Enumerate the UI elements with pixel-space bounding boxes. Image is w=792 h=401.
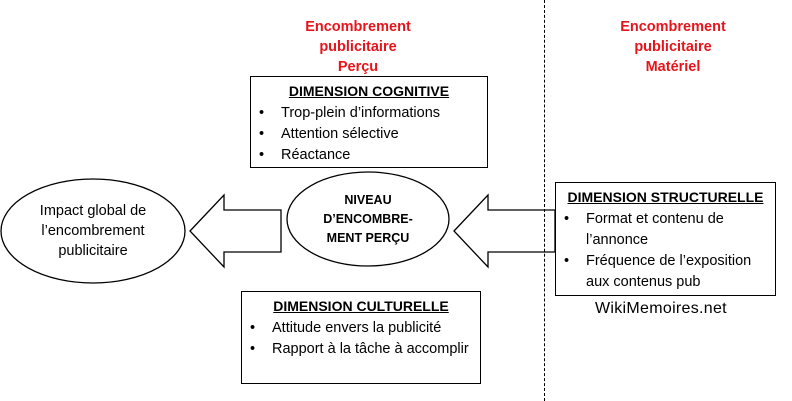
center-label-line: D’ENCOMBRE-	[323, 211, 413, 226]
watermark: WikiMemoires.net	[595, 300, 727, 317]
heading-material: Encombrement publicitaire Matériel	[593, 17, 753, 77]
heading-material-line: Encombrement	[620, 19, 726, 35]
center-label-line: NIVEAU	[344, 192, 392, 207]
left-arrow	[189, 193, 282, 269]
heading-perceived-line: Perçu	[337, 59, 379, 75]
cultural-box: DIMENSION CULTURELLE Attitude envers la …	[241, 291, 481, 384]
cognitive-box: DIMENSION COGNITIVE Trop-plein d’informa…	[250, 76, 488, 168]
cognitive-item: Attention sélective	[251, 124, 487, 145]
structural-title: DIMENSION STRUCTURELLE	[567, 189, 764, 205]
cognitive-list: Trop-plein d’informations Attention séle…	[251, 103, 487, 166]
center-label-line: MENT PERÇU	[326, 230, 410, 245]
heading-perceived-line: publicitaire	[319, 39, 397, 55]
heading-perceived: Encombrement publicitaire Perçu	[278, 17, 438, 77]
impact-label: Impact global de l’encombrement publicit…	[13, 195, 173, 267]
center-label: NIVEAU D’ENCOMBRE- MENT PERÇU	[295, 182, 441, 256]
impact-label-line: Impact global de	[39, 203, 147, 219]
cognitive-item: Réactance	[251, 145, 487, 166]
heading-material-line: Matériel	[645, 59, 701, 75]
cultural-title: DIMENSION CULTURELLE	[273, 298, 449, 314]
cognitive-title: DIMENSION COGNITIVE	[288, 83, 450, 99]
cognitive-item: Trop-plein d’informations	[251, 103, 487, 124]
structural-item: Format et contenu de l’annonce	[556, 209, 775, 251]
impact-ellipse	[0, 178, 186, 284]
heading-perceived-line: Encombrement	[305, 19, 411, 35]
section-divider	[544, 0, 545, 401]
cultural-item: Attitude envers la publicité	[242, 318, 480, 339]
impact-label-line: l’encombrement	[41, 223, 145, 239]
center-ellipse	[286, 171, 450, 267]
heading-material-line: publicitaire	[634, 39, 712, 55]
cultural-item: Rapport à la tâche à accomplir	[242, 339, 480, 360]
right-arrow	[453, 193, 556, 269]
cultural-list: Attitude envers la publicité Rapport à l…	[242, 318, 480, 360]
structural-list: Format et contenu de l’annonce Fréquence…	[556, 209, 775, 293]
structural-box: DIMENSION STRUCTURELLE Format et contenu…	[555, 182, 776, 296]
impact-label-line: publicitaire	[58, 243, 128, 259]
structural-item: Fréquence de l’exposition aux contenus p…	[556, 251, 775, 293]
